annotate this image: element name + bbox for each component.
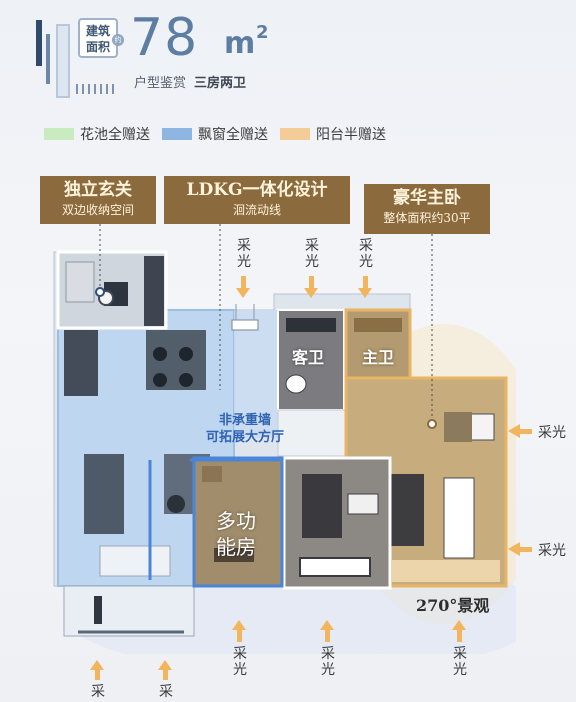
legend-label-balcony: 阳台半赠送 <box>316 127 386 143</box>
light-bottom-4: 采 <box>91 684 105 700</box>
callout-ldkg-title: LDKG一体化设计 <box>186 180 328 200</box>
legend-swatch-baywindow <box>162 128 192 140</box>
callout-master-title: 豪华主卧 <box>393 188 461 208</box>
legend-label-baywindow: 飘窗全赠送 <box>198 127 268 143</box>
label-wall-line-2: 可拓展大方厅 <box>205 430 284 445</box>
light-top-3-arrow-icon <box>358 288 372 298</box>
light-right-1: 采光 <box>538 425 566 441</box>
label-multi-line-1: 多功 <box>216 509 256 533</box>
label-master-wc: 主卫 <box>362 348 395 367</box>
callout-entry: 独立玄关 双边收纳空间 <box>40 176 156 224</box>
light-right-1-arrow-icon <box>508 424 520 438</box>
light-bottom-5: 采 <box>159 684 173 700</box>
label-multi-room: 多功 能房 <box>204 508 268 560</box>
light-bottom-5-arrow-icon <box>158 660 172 670</box>
light-right-2-stem <box>520 547 532 552</box>
light-bottom-1-arrow-icon <box>232 620 246 630</box>
light-bottom-2-arrow-icon <box>320 620 334 630</box>
callout-master: 豪华主卧 整体面积约30平 <box>364 184 490 234</box>
area-value: 78 <box>130 8 199 68</box>
light-bottom-2: 采光 <box>321 646 335 678</box>
label-wall-line-1: 非承重墙 <box>218 413 271 428</box>
area-unit: m <box>224 26 256 61</box>
legend-swatch-balcony <box>280 128 310 140</box>
callout-master-sub: 整体面积约30平 <box>383 211 471 225</box>
light-top-1-arrow-icon <box>236 288 250 298</box>
label-non-bearing-wall: 非承重墙 可拓展大方厅 <box>190 412 300 446</box>
label-guest-wc: 客卫 <box>292 348 325 367</box>
light-bottom-2-stem <box>325 630 330 642</box>
light-bottom-1-stem <box>237 630 242 642</box>
floor-plan <box>53 250 516 654</box>
area-unit-superscript: 2 <box>256 22 269 43</box>
light-bottom-3-stem <box>457 630 462 642</box>
light-right-2: 采光 <box>538 543 566 559</box>
callout-entry-title: 独立玄关 <box>64 180 132 200</box>
subtitle-text: 户型鉴赏 <box>134 76 187 91</box>
light-bottom-1: 采光 <box>233 646 247 678</box>
light-bottom-3-arrow-icon <box>452 620 466 630</box>
light-bottom-3: 采光 <box>453 646 467 678</box>
subtitle-strong: 三房两卫 <box>194 76 247 91</box>
light-bottom-4-arrow-icon <box>90 660 104 670</box>
light-top-3: 采光 <box>359 238 373 270</box>
header-decoration <box>36 20 114 98</box>
badge-line-2: 面积 <box>85 40 110 54</box>
legend-label-garden: 花池全赠送 <box>80 127 150 143</box>
light-top-3-stem <box>363 276 368 288</box>
light-top-2-stem <box>309 276 314 288</box>
callout-ldkg: LDKG一体化设计 洄流动线 <box>164 176 350 224</box>
callout-entry-sub: 双边收纳空间 <box>61 203 134 217</box>
subtitle: 户型鉴赏三房两卫 <box>134 72 246 91</box>
legend: 花池全赠送 飘窗全赠送 阳台半赠送 <box>44 124 398 144</box>
light-bottom-4-stem <box>95 670 100 680</box>
light-right-1-stem <box>520 429 532 434</box>
light-right-2-arrow-icon <box>508 542 520 556</box>
label-270-view: 270°景观 <box>416 596 490 615</box>
light-top-2: 采光 <box>305 238 319 270</box>
badge-approx-dot: 约 <box>112 34 124 46</box>
badge-line-1: 建筑 <box>85 24 110 38</box>
light-top-1-stem <box>241 276 246 288</box>
light-top-1: 采光 <box>237 238 251 270</box>
legend-swatch-garden <box>44 128 74 140</box>
callout-ldkg-sub: 洄流动线 <box>232 203 281 217</box>
label-multi-line-2: 能房 <box>216 535 256 559</box>
light-top-2-arrow-icon <box>304 288 318 298</box>
light-bottom-5-stem <box>163 670 168 680</box>
